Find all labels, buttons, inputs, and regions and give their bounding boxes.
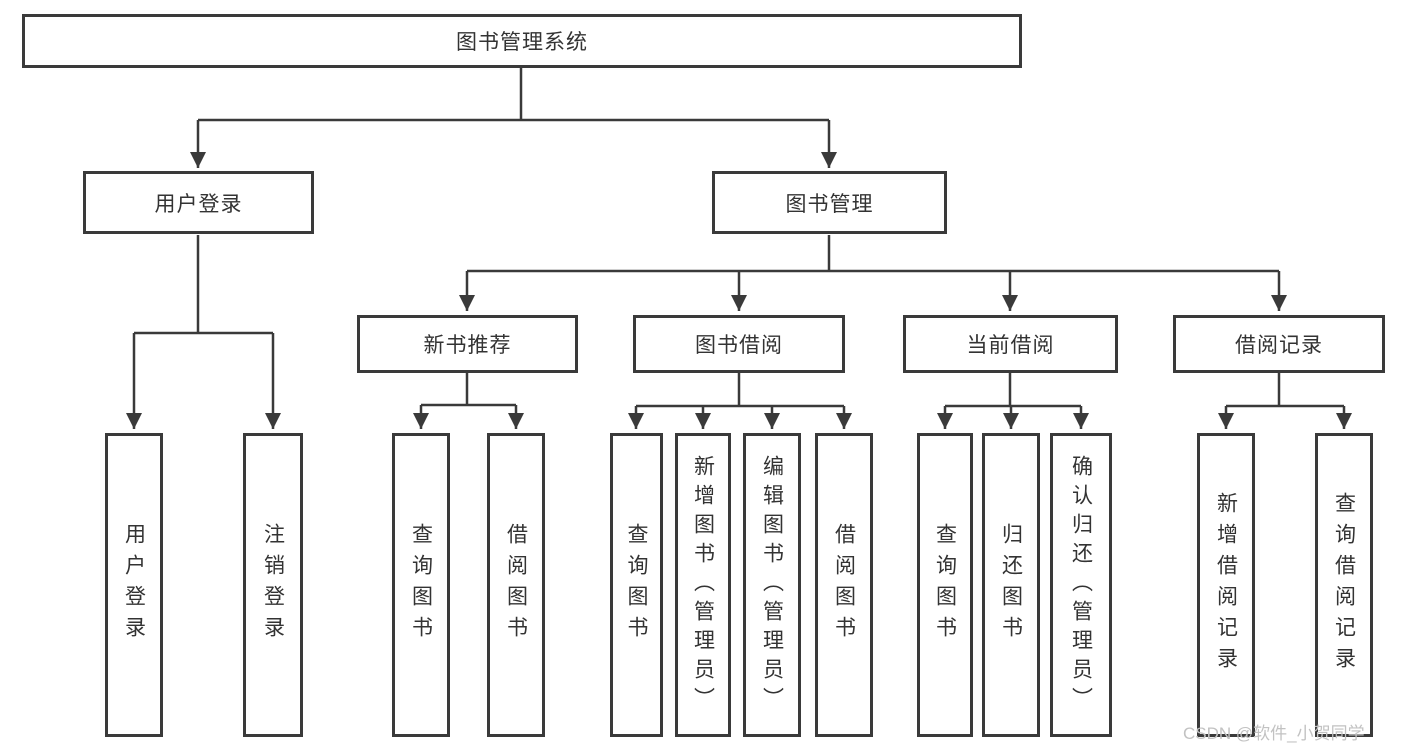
leaf-edit-book-admin: 编辑图书（管理员） — [743, 433, 801, 737]
leaf-label: 新增借阅记录 — [1214, 492, 1238, 678]
leaf-user-login: 用户登录 — [105, 433, 163, 737]
node-label: 借阅记录 — [1235, 334, 1323, 357]
node-book-management: 图书管理 — [712, 171, 947, 234]
leaf-borrow-books: 借阅图书 — [815, 433, 873, 737]
node-book-borrowing: 图书借阅 — [633, 315, 845, 373]
leaf-label: 用户登录 — [122, 523, 146, 647]
leaf-label: 查询借阅记录 — [1332, 492, 1356, 678]
leaf-label: 归还图书 — [999, 523, 1023, 647]
node-label: 新书推荐 — [423, 334, 512, 357]
leaf-label: 新增图书（管理员） — [691, 454, 715, 716]
leaf-add-borrow-record: 新增借阅记录 — [1197, 433, 1255, 737]
leaf-label: 查询图书 — [625, 523, 648, 647]
leaf-label: 确认归还（管理员） — [1069, 454, 1093, 716]
node-label: 图书管理 — [785, 192, 874, 216]
leaf-borrow-books-recommend: 借阅图书 — [487, 433, 545, 737]
leaf-label: 借阅图书 — [504, 523, 528, 647]
leaf-label: 编辑图书（管理员） — [760, 454, 784, 716]
leaf-query-books-current: 查询图书 — [917, 433, 973, 737]
node-label: 图书借阅 — [695, 334, 783, 357]
node-label: 图书管理系统 — [456, 31, 588, 54]
node-borrow-records: 借阅记录 — [1173, 315, 1385, 373]
leaf-label: 查询图书 — [409, 523, 433, 647]
leaf-confirm-return-admin: 确认归还（管理员） — [1050, 433, 1112, 737]
leaf-label: 查询图书 — [933, 523, 957, 647]
leaf-logout: 注销登录 — [243, 433, 303, 737]
node-current-borrowing: 当前借阅 — [903, 315, 1118, 373]
leaf-query-borrow-record: 查询借阅记录 — [1315, 433, 1373, 737]
node-label: 用户登录 — [154, 192, 243, 216]
leaf-add-book-admin: 新增图书（管理员） — [675, 433, 731, 737]
leaf-query-books-borrowing: 查询图书 — [610, 433, 663, 737]
leaf-query-books-recommend: 查询图书 — [392, 433, 450, 737]
node-label: 当前借阅 — [966, 334, 1055, 357]
leaf-label: 注销登录 — [261, 523, 285, 647]
node-new-book-recommend: 新书推荐 — [357, 315, 578, 373]
node-user-login: 用户登录 — [83, 171, 314, 234]
csdn-watermark: CSDN @软件_小贺同学 — [1183, 724, 1365, 743]
leaf-label: 借阅图书 — [832, 523, 856, 647]
leaf-return-book: 归还图书 — [982, 433, 1040, 737]
node-library-management-system: 图书管理系统 — [22, 14, 1022, 68]
